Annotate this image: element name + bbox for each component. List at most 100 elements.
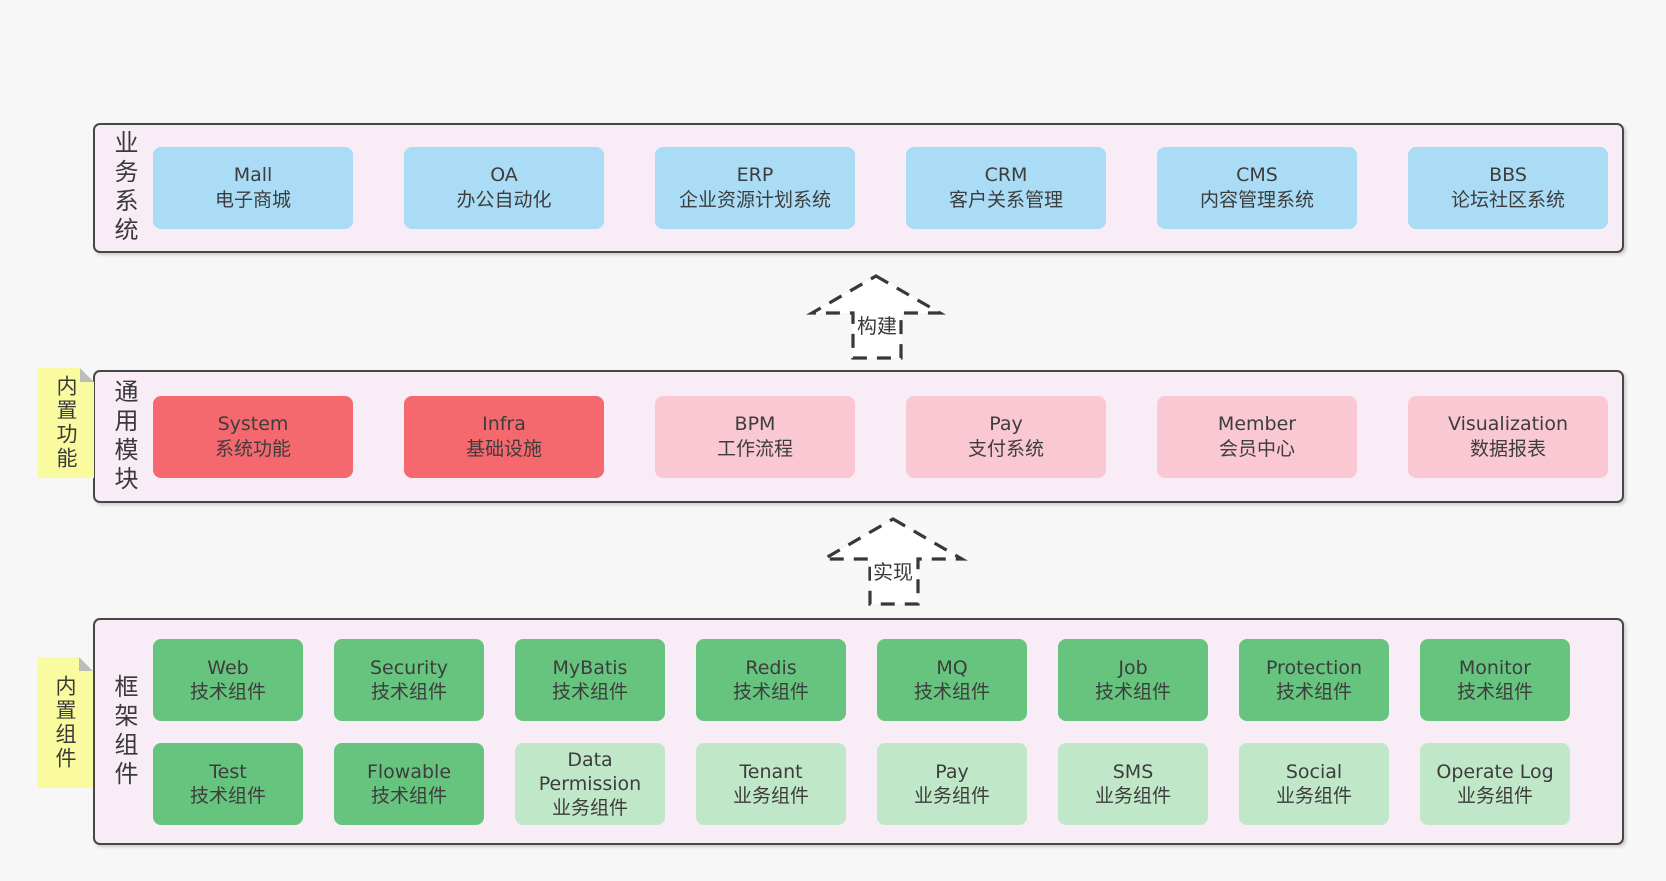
box-title: MQ: [936, 656, 968, 679]
box-subtitle: 技术组件: [370, 680, 447, 703]
box-bbs: BBS 论坛社区系统: [1408, 147, 1608, 229]
box-title: Test: [209, 760, 247, 783]
box-mall: Mall 电子商城: [153, 147, 353, 229]
box-subtitle: 技术组件: [189, 680, 266, 703]
box-title: SMS: [1112, 760, 1154, 783]
box-subtitle: 工作流程: [716, 437, 793, 460]
box-title: Member: [1217, 412, 1297, 435]
sticky-note-built-in-components: 内置组件: [37, 657, 93, 788]
box-subtitle: 内容管理系统: [1199, 189, 1314, 211]
box-subtitle: 业务组件: [1094, 784, 1171, 807]
box-subtitle: 技术组件: [189, 784, 266, 807]
box-title: Monitor: [1458, 656, 1532, 679]
box-subtitle: 数据报表: [1469, 437, 1546, 460]
box-subtitle: 技术组件: [913, 680, 990, 703]
box-title: Flowable: [366, 760, 452, 783]
band-framework-components-label: 框架组件: [110, 673, 138, 790]
box-title: Pay: [935, 760, 969, 783]
box-title: Visualization: [1447, 412, 1568, 435]
box-title: Social: [1285, 760, 1343, 783]
box-subtitle: 技术组件: [1456, 680, 1533, 703]
box-title: Tenant: [739, 760, 803, 783]
sticky-note-built-in-functions: 内置功能: [38, 368, 94, 478]
box-title: OA: [490, 164, 518, 186]
box-subtitle: 电子商城: [214, 189, 291, 211]
box-title: CRM: [984, 164, 1028, 186]
box-title: Infra: [482, 412, 526, 435]
sticky-fold-corner: [79, 657, 93, 671]
build-arrow-label: 构建: [855, 310, 899, 339]
box-title: Web: [207, 656, 249, 679]
box-subtitle: 会员中心: [1218, 437, 1295, 460]
box-subtitle: 基础设施: [465, 437, 542, 460]
box-title: Job: [1118, 656, 1148, 679]
box-subtitle: 业务组件: [913, 784, 990, 807]
box-cms: CMS 内容管理系统: [1157, 147, 1357, 229]
box-title: ERP: [736, 164, 774, 186]
box-subtitle: 系统功能: [214, 437, 291, 460]
band-business-systems-label: 业务系统: [110, 130, 138, 246]
box-title: Redis: [745, 656, 797, 679]
implement-arrow-label: 实现: [871, 556, 915, 585]
box-erp: ERP 企业资源计划系统: [655, 147, 855, 229]
sticky-note-text: 内置组件: [53, 674, 77, 771]
box-subtitle: 企业资源计划系统: [678, 189, 831, 211]
box-subtitle: 业务组件: [1275, 784, 1352, 807]
box-subtitle: 技术组件: [732, 680, 809, 703]
box-title: Operate Log: [1436, 760, 1554, 783]
sticky-fold-corner: [80, 368, 94, 382]
box-oa: OA 办公自动化: [404, 147, 604, 229]
box-title: BBS: [1489, 164, 1527, 186]
box-title: Protection: [1265, 656, 1363, 679]
box-title: Mall: [233, 164, 273, 186]
box-title: BPM: [734, 412, 776, 435]
box-subtitle: 办公自动化: [456, 189, 552, 211]
box-title: Data Permission: [538, 748, 642, 795]
box-title: Pay: [989, 412, 1023, 435]
box-title: Security: [369, 656, 449, 679]
box-subtitle: 技术组件: [1275, 680, 1352, 703]
box-subtitle: 技术组件: [551, 680, 628, 703]
box-subtitle: 业务组件: [1456, 784, 1533, 807]
box-title: System: [217, 412, 289, 435]
sticky-note-text: 内置功能: [54, 375, 78, 471]
box-title: MyBatis: [552, 656, 628, 679]
box-subtitle: 技术组件: [1094, 680, 1171, 703]
box-subtitle: 业务组件: [551, 796, 628, 819]
box-title: CMS: [1236, 164, 1278, 186]
box-subtitle: 技术组件: [370, 784, 447, 807]
box-subtitle: 论坛社区系统: [1450, 189, 1565, 211]
box-subtitle: 支付系统: [967, 437, 1044, 460]
